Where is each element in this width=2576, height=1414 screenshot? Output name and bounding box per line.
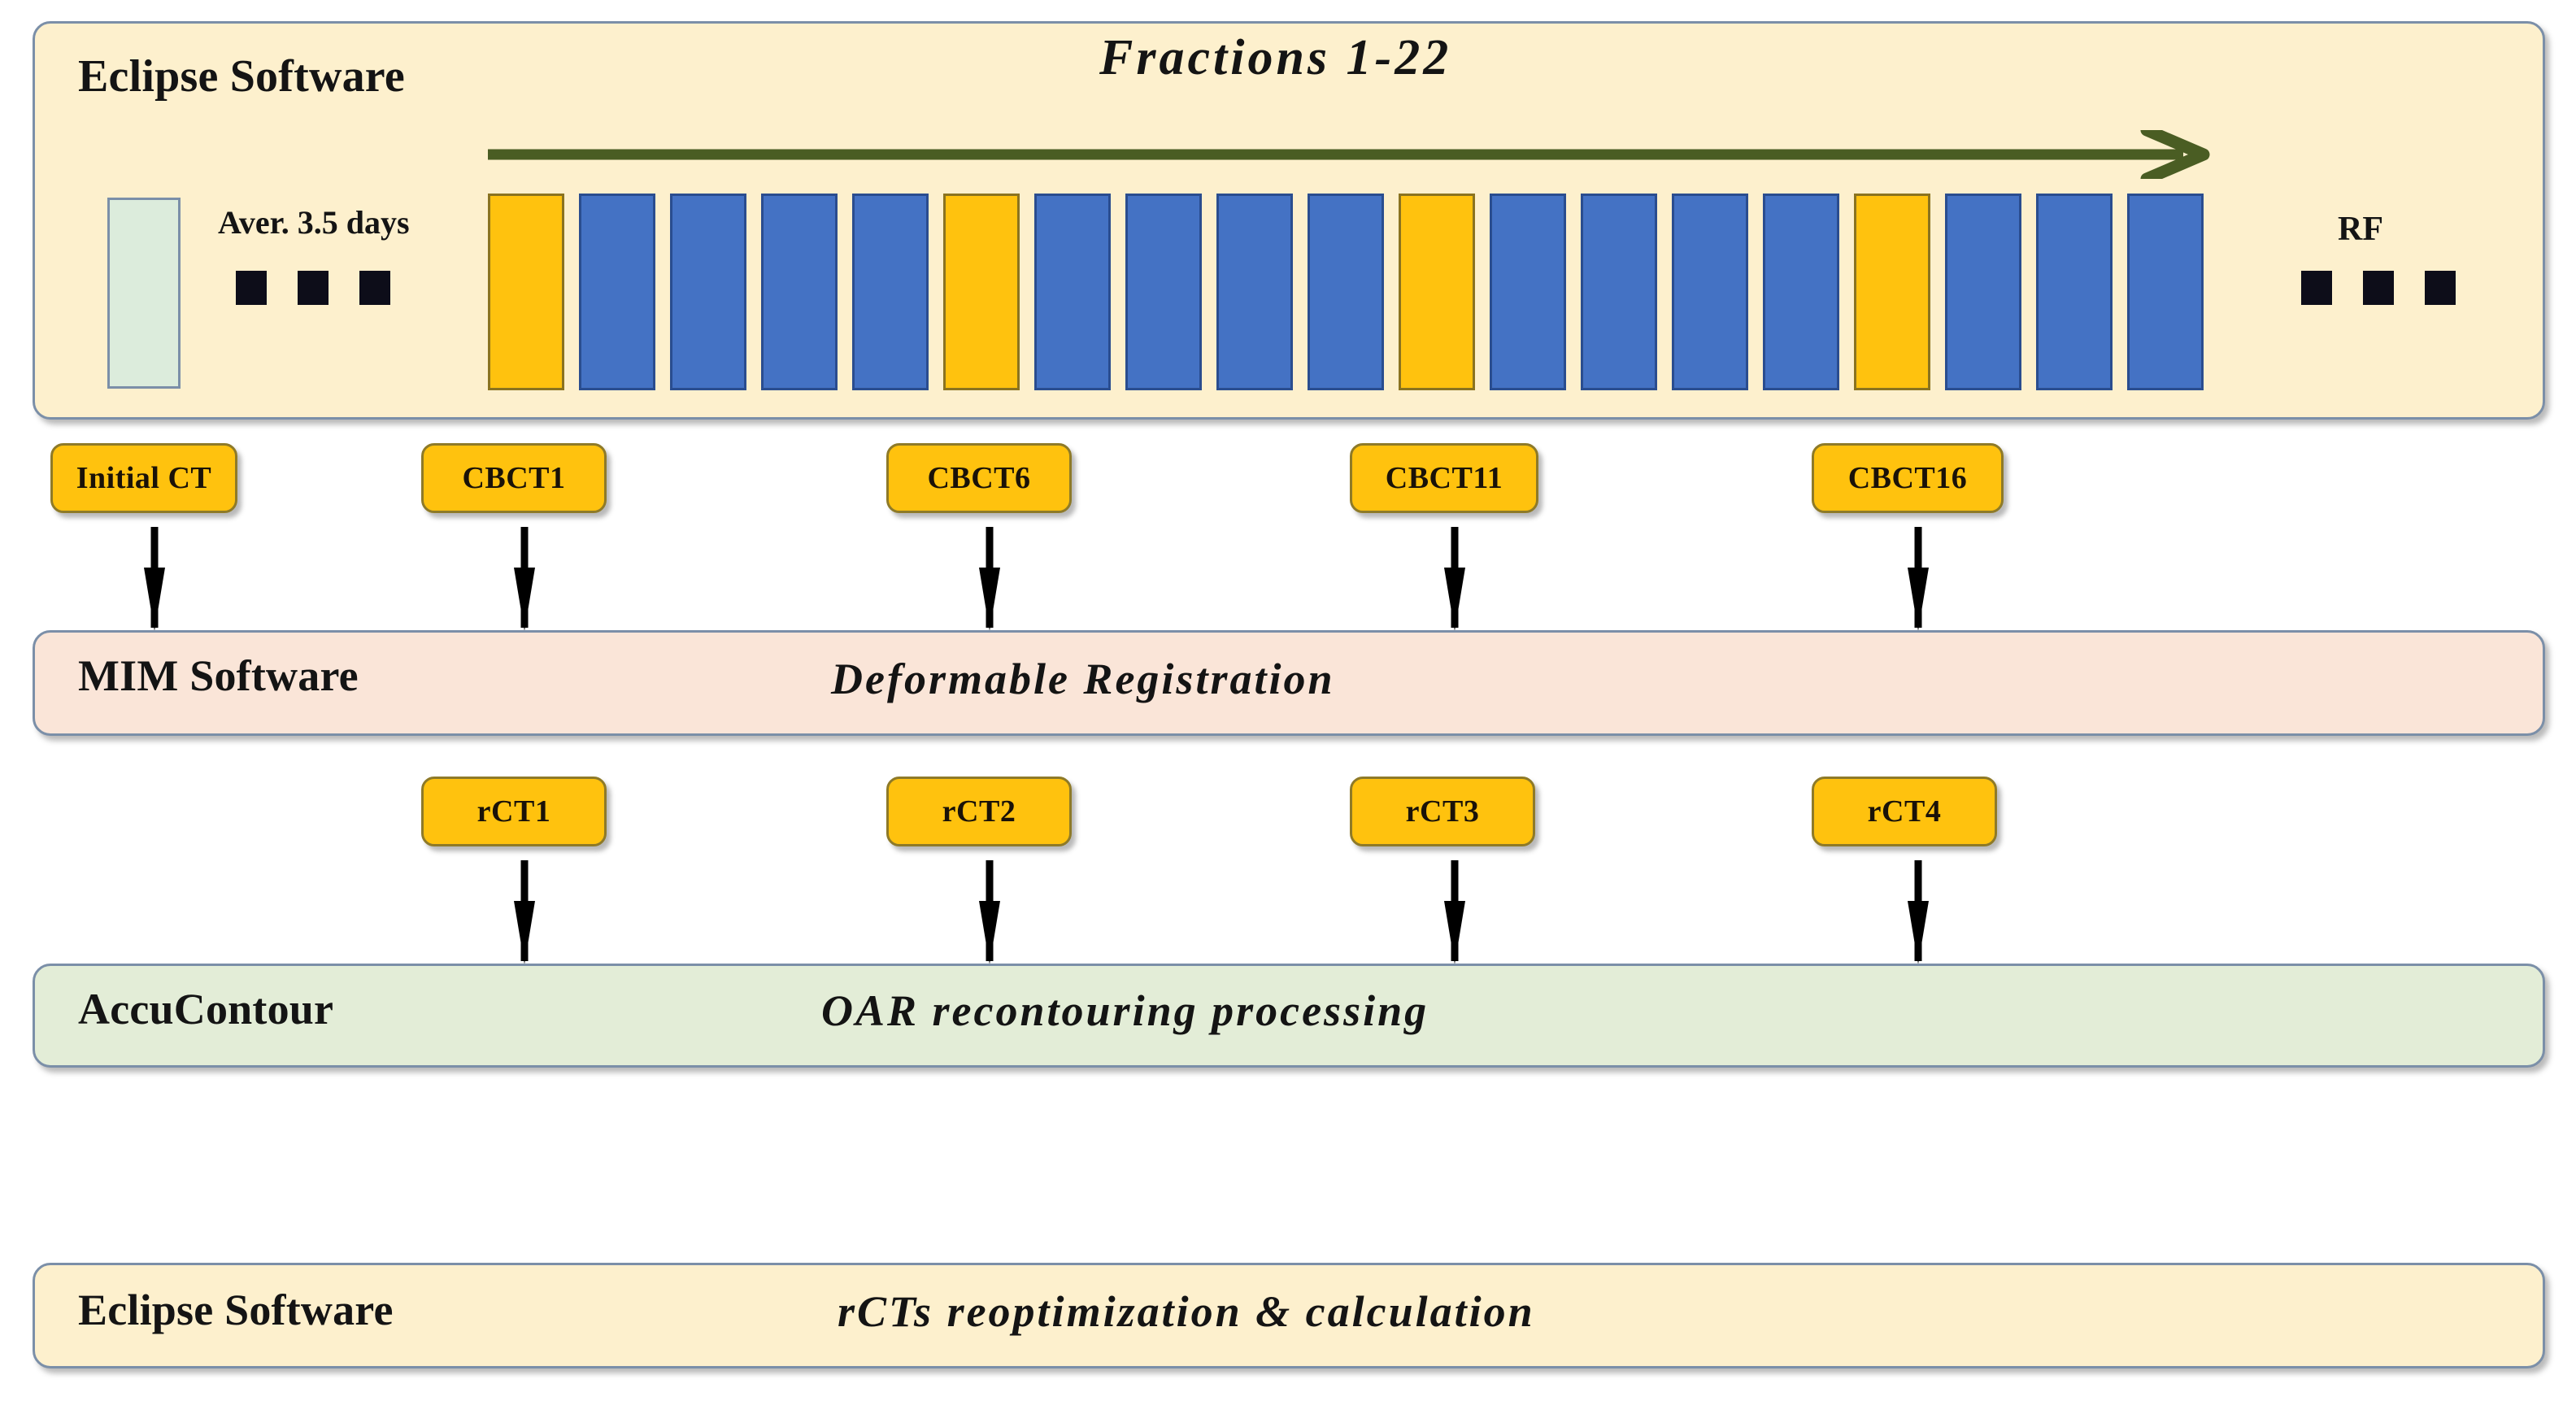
- chip-rct3[interactable]: rCT3: [1350, 777, 1535, 846]
- rct-to-accucontour-arrow-icon: [979, 860, 1000, 964]
- fraction-bar: [1308, 194, 1384, 390]
- fraction-bar: [1763, 194, 1839, 390]
- rct-to-accucontour-arrow-icon: [1444, 860, 1465, 964]
- rf-dots: [2301, 271, 2456, 305]
- eclipse-software-bottom-panel: [33, 1263, 2545, 1368]
- accucontour-panel: [33, 964, 2545, 1068]
- fraction-bar: [579, 194, 655, 390]
- fraction-bar: [2036, 194, 2113, 390]
- fractions-label: Fractions 1-22: [1099, 30, 1452, 85]
- chip-rct4[interactable]: rCT4: [1812, 777, 1997, 846]
- mim-title: MIM Software: [78, 651, 359, 700]
- fraction-bar: [1216, 194, 1293, 390]
- rct-to-accucontour-arrow-icon: [1908, 860, 1929, 964]
- ct-to-mim-arrow-icon: [979, 527, 1000, 631]
- chip-cbct11[interactable]: CBCT11: [1350, 443, 1538, 513]
- ct-to-mim-arrow-icon: [144, 527, 165, 631]
- fraction-bar: [1672, 194, 1748, 390]
- eclipse-bottom-phrase: rCTs reoptimization & calculation: [838, 1287, 1535, 1336]
- cbct-fraction-bar: [1854, 194, 1930, 390]
- ct-to-mim-arrow-icon: [1908, 527, 1929, 631]
- rf-dot: [2425, 271, 2456, 305]
- mim-phrase: Deformable Registration: [831, 655, 1335, 703]
- rf-label: RF: [2338, 211, 2383, 248]
- initial-ct-bar: [107, 198, 181, 389]
- aver-days-dot: [298, 271, 329, 305]
- fraction-bar: [1490, 194, 1566, 390]
- aver-days-label: Aver. 3.5 days: [218, 204, 410, 241]
- cbct-fraction-bar: [943, 194, 1020, 390]
- rf-dot: [2363, 271, 2394, 305]
- rct-to-accucontour-arrow-icon: [514, 860, 535, 964]
- cbct-fraction-bar: [488, 194, 564, 390]
- chip-cbct1[interactable]: CBCT1: [421, 443, 607, 513]
- rf-dot: [2301, 271, 2332, 305]
- fraction-bar: [1581, 194, 1657, 390]
- eclipse-bottom-title: Eclipse Software: [78, 1286, 394, 1334]
- mim-software-panel: [33, 630, 2545, 736]
- chip-rct1[interactable]: rCT1: [421, 777, 607, 846]
- fraction-bar: [1945, 194, 2021, 390]
- chip-cbct6[interactable]: CBCT6: [886, 443, 1072, 513]
- accucontour-phrase: OAR recontouring processing: [821, 986, 1429, 1035]
- fraction-bars-strip: [488, 194, 2218, 390]
- chip-cbct16[interactable]: CBCT16: [1812, 443, 2004, 513]
- chip-initial-ct[interactable]: Initial CT: [50, 443, 237, 513]
- ct-to-mim-arrow-icon: [1444, 527, 1465, 631]
- chip-rct2[interactable]: rCT2: [886, 777, 1072, 846]
- cbct-fraction-bar: [1399, 194, 1475, 390]
- aver-days-dots: [236, 271, 390, 305]
- accucontour-title: AccuContour: [78, 985, 334, 1033]
- fraction-bar: [670, 194, 746, 390]
- ct-to-mim-arrow-icon: [514, 527, 535, 631]
- aver-days-dot: [236, 271, 267, 305]
- fraction-bar: [761, 194, 838, 390]
- fraction-bar: [2127, 194, 2204, 390]
- timeline-arrow-icon: [488, 130, 2210, 179]
- fraction-bar: [1125, 194, 1202, 390]
- eclipse-top-title: Eclipse Software: [78, 51, 405, 102]
- aver-days-dot: [359, 271, 390, 305]
- fraction-bar: [1034, 194, 1111, 390]
- fraction-bar: [852, 194, 929, 390]
